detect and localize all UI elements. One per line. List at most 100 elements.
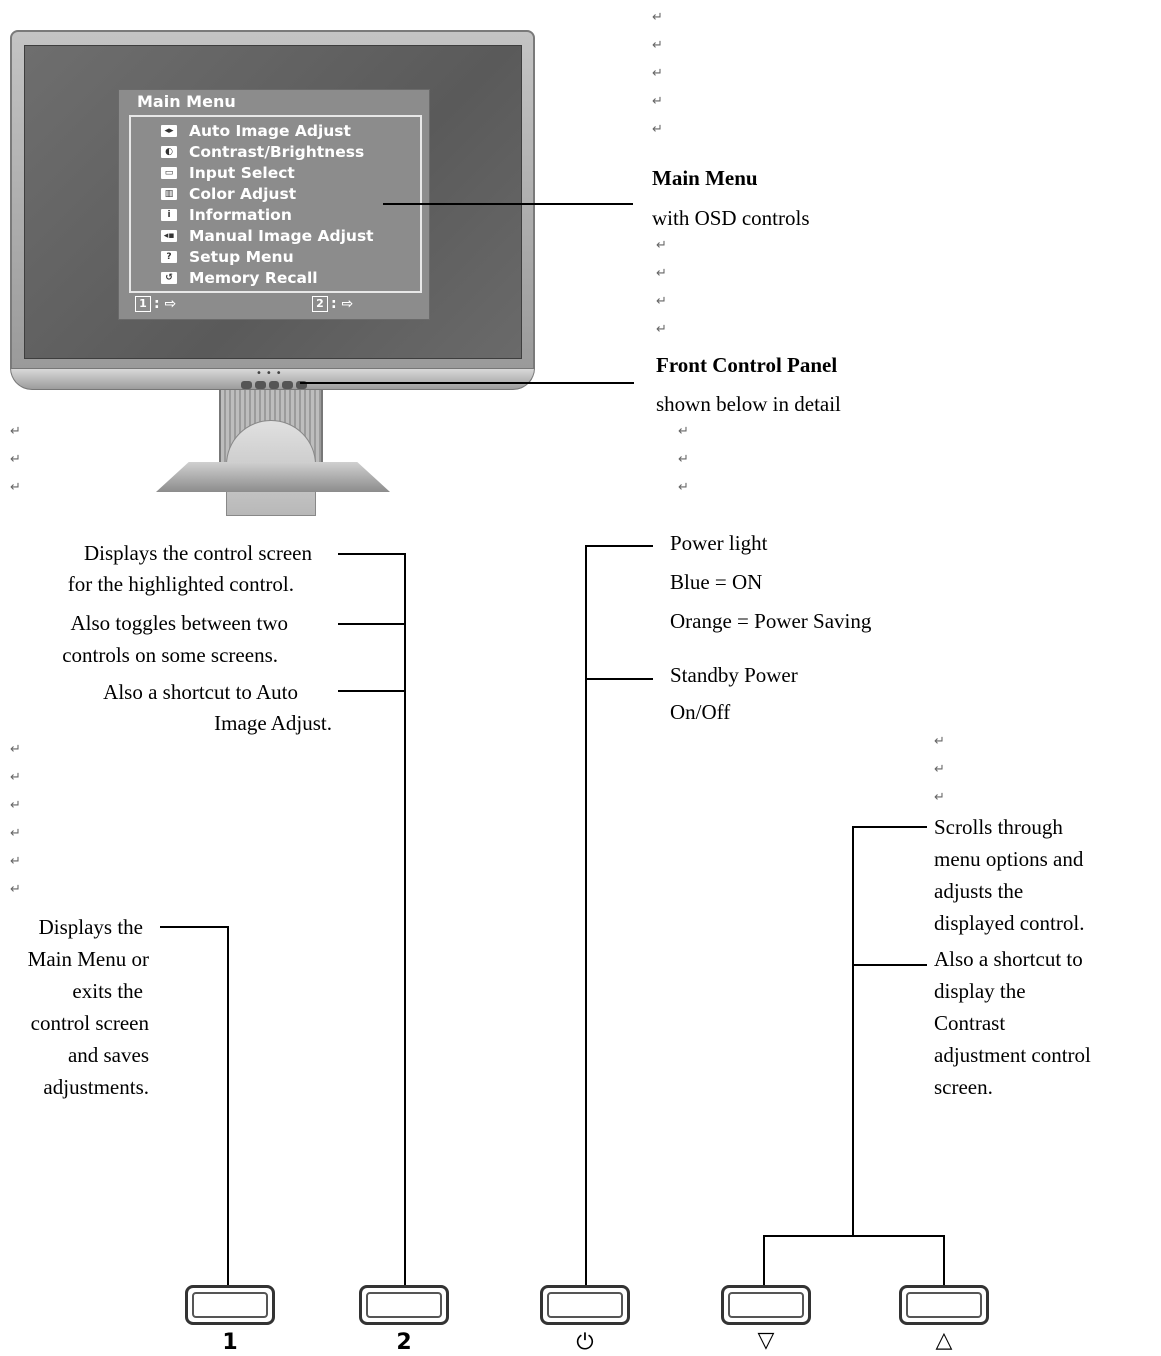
button-2[interactable]	[359, 1285, 449, 1325]
front-panel-leader-line	[300, 382, 634, 384]
main-menu-callout-title: Main Menu	[652, 166, 758, 190]
power-desc-line: Blue = ON	[670, 570, 763, 594]
power-led-dots: •••	[256, 368, 286, 379]
return-mark	[678, 452, 689, 467]
osd-item-box: ◂▸ Auto Image Adjust ◐ Contrast/Brightne…	[129, 115, 422, 293]
button-1[interactable]	[185, 1285, 275, 1325]
return-mark	[656, 294, 667, 309]
arrows-desc-line: displayed control.	[934, 911, 1085, 935]
color-adjust-icon: ▥	[161, 187, 177, 200]
contrast-icon: ◐	[161, 145, 177, 158]
button-2-vertical-line	[404, 553, 406, 1285]
arrows-vertical-line	[852, 826, 854, 1236]
button-1-leader	[160, 926, 228, 928]
osd-item: ◂▪ Manual Image Adjust	[161, 225, 374, 246]
osd-item: ▭ Input Select	[161, 162, 295, 183]
return-mark	[10, 798, 21, 813]
auto-adjust-icon: ◂▸	[161, 124, 177, 137]
enter-arrow-icon: ⇨	[336, 296, 354, 312]
arrows-desc-line: display the	[934, 979, 1026, 1003]
standby-leader	[585, 678, 653, 680]
power-desc-line: Orange = Power Saving	[670, 609, 872, 633]
down-arrow-icon: ▽	[757, 1328, 775, 1353]
button-1-desc-line: exits the	[72, 979, 143, 1003]
return-mark	[10, 882, 21, 897]
return-mark	[934, 734, 945, 749]
osd-item: ? Setup Menu	[161, 246, 294, 267]
power-vertical-line	[585, 545, 587, 1285]
up-arrow-drop-line	[943, 1235, 945, 1285]
arrows-branch-line	[764, 1235, 944, 1237]
return-mark	[10, 854, 21, 869]
information-icon: i	[161, 208, 177, 221]
arrows-leader-2	[853, 964, 927, 966]
button-2-leader-1	[338, 553, 405, 555]
power-button[interactable]	[540, 1285, 630, 1325]
osd-footer-key-2: 2: ⇨	[312, 296, 353, 312]
button-2-desc-line: for the highlighted control.	[67, 572, 294, 596]
return-mark	[10, 424, 21, 439]
down-arrow-button[interactable]	[721, 1285, 811, 1325]
return-mark	[652, 38, 663, 53]
input-select-icon: ▭	[161, 166, 177, 179]
return-mark	[652, 94, 663, 109]
osd-item: ↺ Memory Recall	[161, 267, 318, 288]
osd-item: i Information	[161, 204, 292, 225]
button-2-leader-2	[338, 623, 405, 625]
mini-button	[241, 381, 252, 389]
osd-item: ▥ Color Adjust	[161, 183, 296, 204]
front-panel-callout-title: Front Control Panel	[656, 353, 838, 377]
monitor-mini-buttons	[241, 381, 307, 389]
return-mark	[656, 266, 667, 281]
button-1-desc-line: control screen	[30, 1011, 149, 1035]
arrows-leader-1	[853, 826, 927, 828]
button-1-desc-line: Displays the	[38, 915, 143, 939]
return-mark	[652, 122, 663, 137]
down-arrow-drop-line	[763, 1235, 765, 1285]
osd-footer-key-1: 1: ⇨	[135, 296, 176, 312]
main-menu-leader-line	[383, 203, 633, 205]
return-mark	[934, 790, 945, 805]
up-arrow-icon: △	[935, 1328, 953, 1353]
arrows-desc-line: screen.	[934, 1075, 993, 1099]
return-mark	[10, 826, 21, 841]
power-icon: ⏻	[576, 1330, 594, 1355]
mini-button	[296, 381, 307, 389]
return-mark	[10, 452, 21, 467]
osd-item: ◐ Contrast/Brightness	[161, 141, 364, 162]
return-mark	[652, 10, 663, 25]
power-light-leader	[585, 545, 653, 547]
mini-button	[254, 381, 266, 389]
monitor-base	[156, 462, 390, 492]
button-2-desc-line: Also a shortcut to Auto	[103, 680, 298, 704]
front-panel-callout-sub: shown below in detail	[656, 392, 841, 416]
return-mark	[934, 762, 945, 777]
button-2-label: 2	[396, 1330, 412, 1355]
button-1-desc-line: and saves	[67, 1043, 149, 1067]
mini-button	[268, 381, 280, 389]
manual-adjust-icon: ◂▪	[161, 229, 177, 242]
button-1-desc-line: adjustments.	[43, 1075, 149, 1099]
up-arrow-button[interactable]	[899, 1285, 989, 1325]
button-2-leader-3	[338, 690, 405, 692]
return-mark	[656, 322, 667, 337]
return-mark	[656, 238, 667, 253]
osd-main-menu: Main Menu ◂▸ Auto Image Adjust ◐ Contras…	[118, 89, 430, 320]
button-1-label: 1	[222, 1330, 238, 1355]
return-mark	[10, 480, 21, 495]
standby-desc-line: On/Off	[670, 700, 731, 724]
exit-arrow-icon: ⇨	[159, 296, 177, 312]
setup-menu-icon: ?	[161, 250, 177, 263]
power-desc-line: Power light	[670, 531, 768, 555]
return-mark	[678, 424, 689, 439]
memory-recall-icon: ↺	[161, 271, 177, 284]
arrows-desc-line: menu options and	[934, 847, 1084, 871]
button-2-desc-line: controls on some screens.	[62, 643, 278, 667]
arrows-desc-line: Also a shortcut to	[934, 947, 1083, 971]
return-mark	[10, 770, 21, 785]
main-menu-callout-sub: with OSD controls	[652, 206, 810, 230]
button-2-desc-line: Displays the control screen	[83, 541, 312, 565]
mini-button	[282, 381, 294, 389]
return-mark	[678, 480, 689, 495]
osd-item: ◂▸ Auto Image Adjust	[161, 120, 351, 141]
